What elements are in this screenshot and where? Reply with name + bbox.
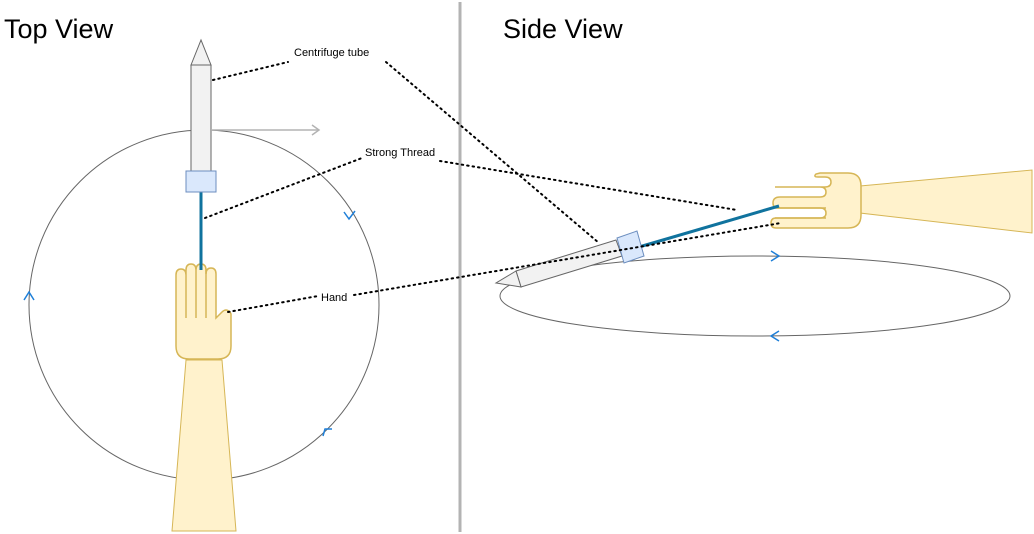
rotation-arrow-icon [769,330,780,342]
rotation-arrow-icon [23,290,35,301]
hand-side [770,172,862,229]
arm-side [859,169,1033,234]
tube-cap-side [616,230,645,264]
rotation-ellipse-side [499,255,1011,337]
rotation-arrow-icon [770,250,781,262]
hand-top [175,263,232,360]
leader-lines [204,61,782,313]
side-view-title: Side View [503,14,623,44]
label-hand: Hand [321,292,347,304]
centrifuge-tube-top [185,38,217,193]
centrifuge-tube-side [494,230,645,288]
label-centrifuge-tube: Centrifuge tube [294,47,369,59]
rotation-arrow-icon [343,210,356,221]
rotation-arrow-icon [322,428,332,437]
thread-side [638,204,780,249]
tube-cap-top [185,170,217,193]
arm-top [171,359,237,532]
tangential-motion-arrow [211,124,321,136]
label-strong-thread: Strong Thread [365,147,435,159]
top-view-title: Top View [4,14,114,44]
